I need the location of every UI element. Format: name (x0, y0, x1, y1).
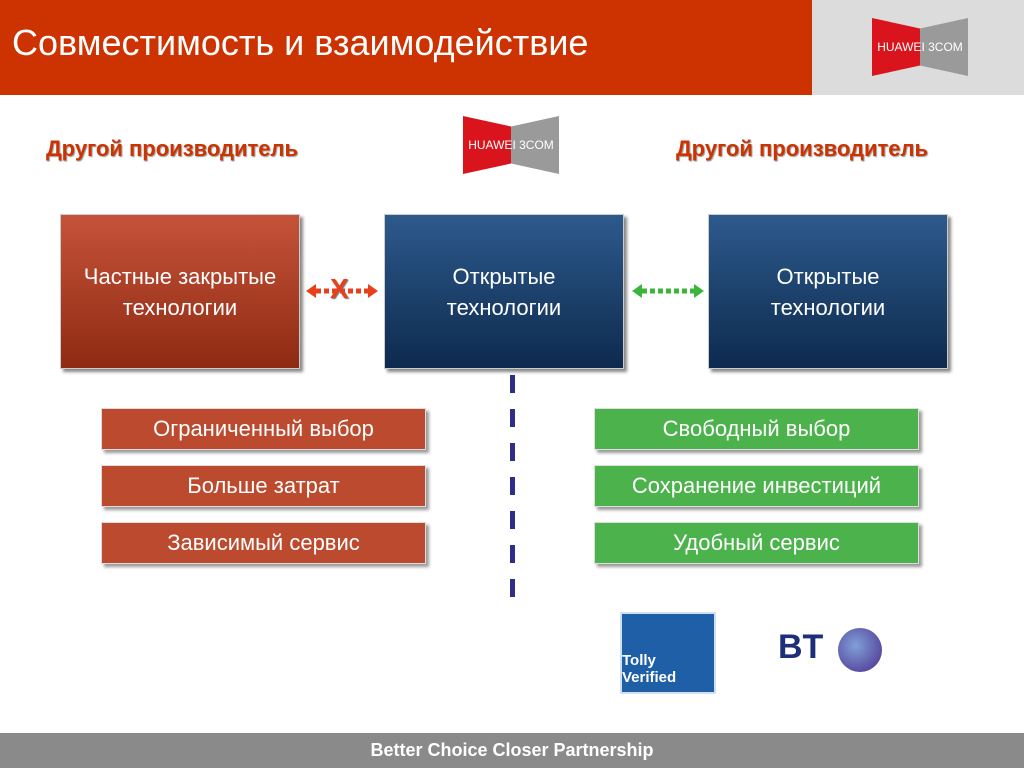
limited-choice-item: Ограниченный выбор (101, 408, 426, 450)
header-logo-area: HUAWEI 3COM (812, 0, 1024, 95)
bt-globe-icon (838, 628, 882, 672)
footer-bar: Better Choice Closer Partnership (0, 733, 1024, 768)
huawei-3com-logo: HUAWEI 3COM (872, 18, 968, 76)
bt-logo: BT (778, 628, 824, 666)
incompatible-arrow-icon (306, 284, 378, 298)
dependent-service-item: Зависимый сервис (101, 522, 426, 564)
investment-protection-item: Сохранение инвестиций (594, 465, 919, 507)
header-bar: Совместимость и взаимодействие (0, 0, 812, 95)
compatible-arrow-icon (632, 284, 704, 298)
open-tech-box-center: Открытые технологии (384, 214, 624, 369)
huawei-3com-center-logo: HUAWEI 3COM (463, 116, 559, 174)
page-title: Совместимость и взаимодействие (12, 22, 589, 63)
tolly-verified-logo: Tolly Verified (620, 612, 716, 694)
convenient-service-item: Удобный сервис (594, 522, 919, 564)
free-choice-item: Свободный выбор (594, 408, 919, 450)
incompatible-x-mark: X (330, 273, 349, 304)
left-vendor-label: Другой производитель (46, 136, 299, 161)
open-tech-box-right: Открытые технологии (708, 214, 948, 369)
higher-cost-item: Больше затрат (101, 465, 426, 507)
proprietary-tech-box: Частные закрытые технологии (60, 214, 300, 369)
divider-dashed-line (510, 375, 515, 605)
right-vendor-label: Другой производитель (676, 136, 929, 161)
